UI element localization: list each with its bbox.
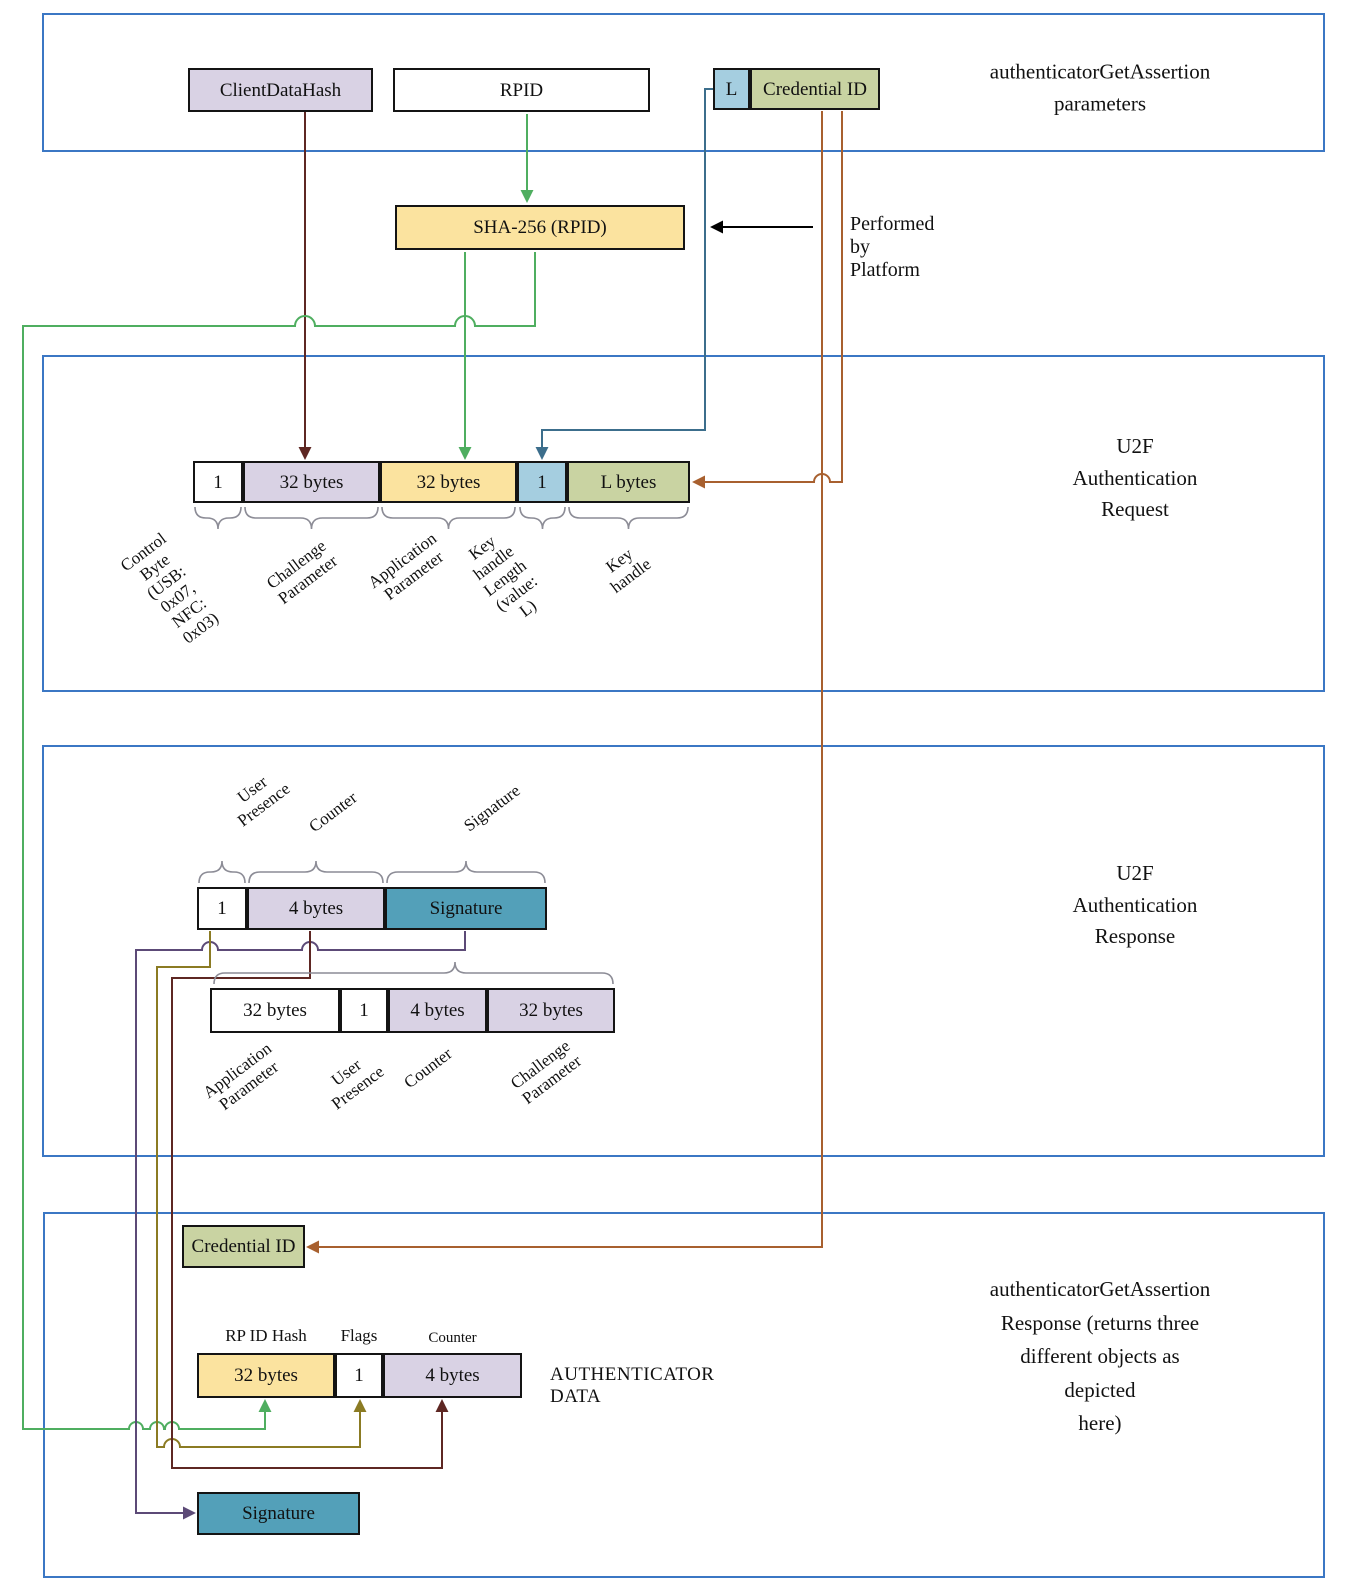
response-signature-box: Signature [385, 887, 547, 930]
response-counter-box: 4 bytes [247, 887, 385, 930]
authenticator-data-caption: AUTHENTICATOR DATA [550, 1364, 715, 1407]
authdata-counter-box: 4 bytes [383, 1353, 522, 1398]
request-application-param-box: 32 bytes [380, 461, 517, 503]
params-section-title: authenticatorGetAssertion parameters [989, 59, 1211, 116]
request-section-title: U2F Authentication Request [1072, 433, 1198, 521]
sha256-rpid-box: SHA-256 (RPID) [395, 205, 685, 250]
signed-challenge-param-box: 32 bytes [487, 988, 615, 1033]
signed-counter-box: 4 bytes [388, 988, 487, 1033]
response-section-title: U2F Authentication Response [1072, 860, 1198, 948]
response-user-presence-box: 1 [197, 887, 247, 930]
request-challenge-param-box: 32 bytes [243, 461, 380, 503]
client-data-hash-box: ClientDataHash [188, 68, 373, 112]
assertion-section-title: authenticatorGetAssertion Response (retu… [989, 1277, 1211, 1436]
signed-application-param-box: 32 bytes [210, 988, 340, 1033]
performed-by-platform-note: Performed by Platform [850, 213, 935, 281]
header-flags: Flags [340, 1326, 378, 1345]
credential-id-box: Credential ID [750, 68, 880, 110]
header-counter: Counter [428, 1330, 477, 1346]
returned-credential-id-box: Credential ID [182, 1225, 305, 1268]
credential-id-length-box: L [713, 68, 750, 110]
rpid-box: RPID [393, 68, 650, 112]
request-control-byte-box: 1 [193, 461, 243, 503]
header-rp-id-hash: RP ID Hash [225, 1326, 307, 1345]
authdata-flags-box: 1 [335, 1353, 383, 1398]
request-key-handle-length-box: 1 [517, 461, 567, 503]
request-key-handle-box: L bytes [567, 461, 690, 503]
authdata-rp-id-hash-box: 32 bytes [197, 1353, 335, 1398]
signed-user-presence-box: 1 [340, 988, 388, 1033]
returned-signature-box: Signature [197, 1492, 360, 1535]
